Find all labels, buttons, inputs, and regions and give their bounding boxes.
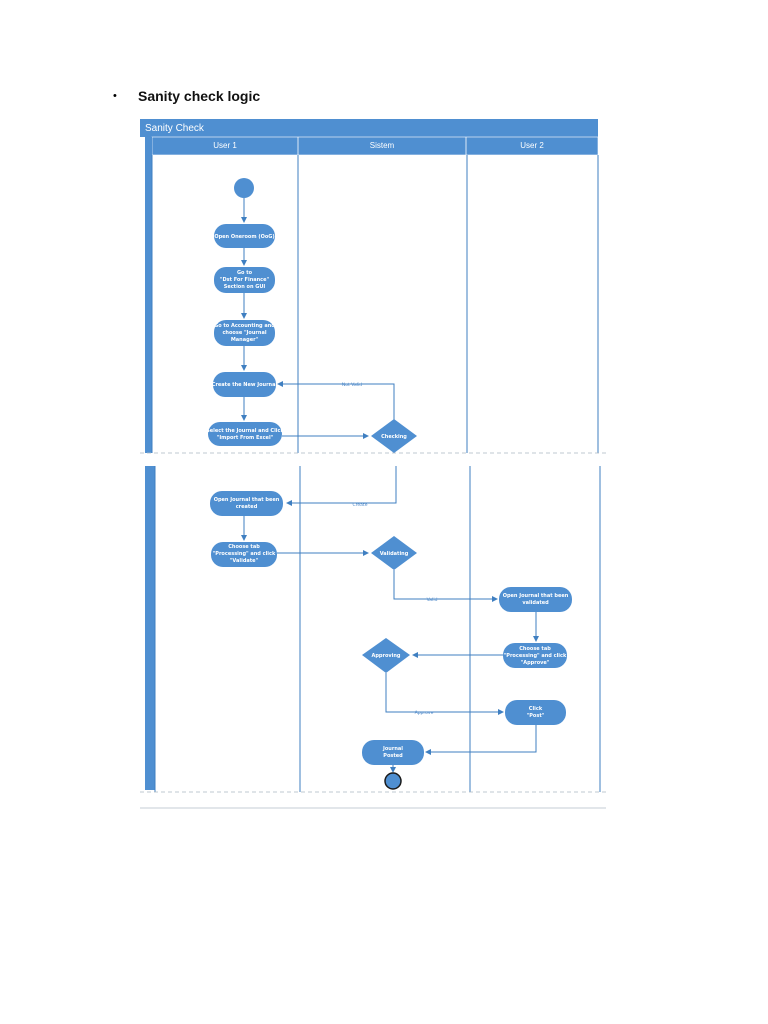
- diagram-title: Sanity Check: [145, 123, 205, 134]
- svg-text:Open Oneroom (OoG): Open Oneroom (OoG): [214, 234, 274, 240]
- svg-text:Go to Accounting and: Go to Accounting and: [214, 323, 275, 329]
- svg-text:Journal: Journal: [382, 746, 403, 752]
- lane-header-user-1: User 1: [213, 141, 237, 150]
- flow-label-not-valid: Not Valid: [342, 382, 362, 388]
- flow-lines: [241, 198, 539, 773]
- flow-label-approve: Approve: [415, 710, 434, 716]
- svg-text:"Processing" and click: "Processing" and click: [504, 653, 567, 659]
- section-heading: Sanity check logic: [138, 88, 261, 104]
- action-open-created-journal: Open Journal that been created: [210, 491, 283, 516]
- action-create-journal: Create the New Journal: [212, 372, 278, 397]
- svg-text:"Import From Excel": "Import From Excel": [217, 435, 274, 441]
- svg-text:Go to: Go to: [237, 270, 253, 276]
- action-go-to-accounting: Go to Accounting and choose "Journal Man…: [214, 320, 275, 346]
- diagram-frame: Sanity Check User 1 Sistem User 2: [140, 119, 606, 809]
- start-node: [234, 178, 254, 198]
- svg-text:Choose tab: Choose tab: [228, 544, 260, 550]
- action-open-validated-journal: Open Journal that been validated: [499, 587, 572, 612]
- svg-text:Approving: Approving: [371, 653, 400, 659]
- action-choose-approve: Choose tab "Processing" and click "Appro…: [503, 643, 567, 668]
- svg-text:"Processing" and click: "Processing" and click: [213, 551, 276, 557]
- svg-text:Validating: Validating: [380, 551, 409, 557]
- svg-text:"Validate": "Validate": [230, 558, 259, 564]
- action-open-oneroom: Open Oneroom (OoG): [214, 224, 275, 248]
- decision-checking: Checking: [371, 419, 417, 453]
- svg-text:Click: Click: [529, 706, 543, 712]
- bullet-icon: •: [113, 90, 117, 102]
- action-choose-validate: Choose tab "Processing" and click "Valid…: [211, 542, 277, 567]
- action-click-post: Click "Post": [505, 700, 566, 725]
- svg-text:"Approve": "Approve": [521, 660, 550, 666]
- svg-text:Posted: Posted: [383, 753, 403, 759]
- svg-text:choose "Journal: choose "Journal: [222, 330, 266, 336]
- svg-text:"Dst For Finance": "Dst For Finance": [220, 277, 270, 283]
- decision-approving: Approving: [362, 638, 410, 673]
- flow-label-create: Create: [353, 502, 368, 508]
- svg-text:Open Journal that been: Open Journal that been: [214, 497, 280, 503]
- svg-text:Section on GUI: Section on GUI: [224, 284, 266, 290]
- bullet-line: • Sanity check logic: [113, 86, 260, 106]
- svg-text:validated: validated: [522, 600, 549, 606]
- svg-text:"Post": "Post": [527, 713, 545, 719]
- svg-text:Checking: Checking: [381, 434, 407, 440]
- svg-text:Create the New Journal: Create the New Journal: [212, 382, 278, 388]
- end-node: [384, 772, 402, 790]
- action-go-to-finance: Go to "Dst For Finance" Section on GUI: [214, 267, 275, 293]
- action-journal-posted: Journal Posted: [362, 740, 424, 765]
- svg-text:Choose tab: Choose tab: [519, 646, 551, 652]
- decision-validating: Validating: [371, 536, 417, 570]
- lane-header-sistem: Sistem: [370, 141, 395, 150]
- svg-text:Manager": Manager": [231, 337, 259, 343]
- action-select-import: Select the Journal and Click "Import Fro…: [206, 422, 284, 446]
- svg-text:Open Journal that been: Open Journal that been: [503, 593, 569, 599]
- lane-header-user-2: User 2: [520, 141, 544, 150]
- svg-text:created: created: [236, 504, 258, 510]
- flow-label-valid: Valid: [427, 597, 438, 603]
- svg-text:Select the Journal and Click: Select the Journal and Click: [206, 428, 284, 434]
- title-bar: [140, 119, 598, 137]
